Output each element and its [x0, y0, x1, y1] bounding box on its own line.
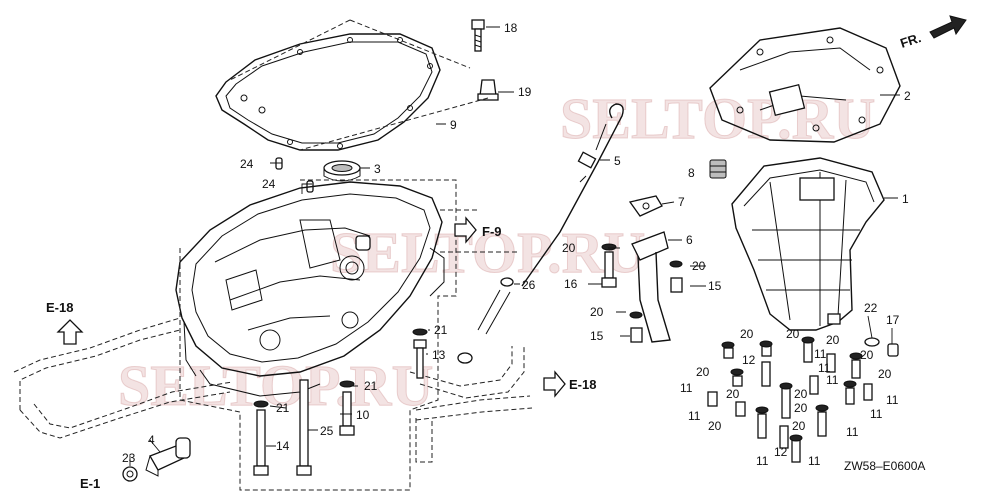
seal-part-3 [323, 160, 361, 182]
callout-1: 1 [902, 192, 909, 206]
callout-20-a: 20 [562, 241, 576, 255]
ref-e18-right-label: E-18 [569, 377, 596, 392]
ref-f9-label: F-9 [482, 224, 502, 239]
callout-hw-11-4: 11 [680, 381, 693, 395]
callout-hw-20-5: 20 [696, 365, 710, 379]
callout-14: 14 [276, 439, 290, 453]
ref-e18-right: E-18 [543, 370, 596, 398]
callout-hw-12-1: 12 [742, 353, 756, 367]
bolt-part-18 [471, 19, 485, 52]
callout-24-b: 24 [262, 177, 276, 191]
watermark-middle: SELTOP.RU [330, 220, 645, 285]
washer-part-22 [864, 337, 880, 347]
callout-6: 6 [686, 233, 693, 247]
callout-4: 4 [148, 433, 155, 447]
callout-hw-20-2: 20 [786, 327, 800, 341]
callout-hw-20-10: 20 [794, 401, 808, 415]
ref-f9: F-9 [454, 216, 502, 244]
gasket-part-9 [215, 33, 441, 151]
callout-hw-11-8: 11 [846, 425, 859, 439]
bolt-group-11-12 [707, 336, 873, 463]
watermark-top: SELTOP.RU [560, 86, 875, 151]
callout-21-a: 21 [434, 323, 448, 337]
callout-numbers: 18 19 9 2 3 24 24 5 8 1 7 6 20 20 16 15 … [122, 21, 911, 468]
callout-hw-12-2: 12 [774, 445, 788, 459]
callout-hw-20-4: 20 [860, 348, 874, 362]
oil-pipe-part-6 [631, 231, 671, 343]
callout-15-a: 15 [708, 279, 722, 293]
callout-13: 13 [432, 348, 446, 362]
gasket-part-7 [628, 195, 663, 217]
bolt-part-13 [413, 339, 427, 379]
clamp-part-23 [122, 466, 138, 482]
callout-17: 17 [886, 313, 900, 327]
ref-e1-label: E-1 [80, 476, 100, 491]
callout-hw-11-3: 11 [826, 373, 839, 387]
separator-plate-part-2 [709, 27, 901, 143]
ref-e18-left-label: E-18 [46, 300, 73, 315]
bolt-part-17 [887, 343, 899, 357]
bolt-part-25 [296, 379, 312, 476]
callout-22: 22 [864, 301, 878, 315]
callout-2: 2 [904, 89, 911, 103]
nut-part-19 [477, 79, 499, 101]
front-direction-indicator: FR. [898, 15, 967, 51]
callout-10: 10 [356, 408, 370, 422]
bolt-part-16 [601, 243, 617, 288]
callout-5: 5 [614, 154, 621, 168]
callout-20-c: 20 [590, 305, 604, 319]
diagram-code: ZW58–E0600A [844, 459, 925, 473]
bolt-part-10 [339, 391, 355, 436]
callout-3: 3 [374, 162, 381, 176]
breather-part-8 [709, 159, 727, 179]
callout-hw-20-3: 20 [826, 333, 840, 347]
callout-19: 19 [518, 85, 532, 99]
callout-hw-11-2: 11 [818, 361, 831, 375]
callout-hw-11-7: 11 [870, 407, 883, 421]
washer-part-21 [253, 328, 428, 408]
callout-hw-11-6: 11 [688, 409, 701, 423]
water-hose-lines [13, 317, 533, 463]
callout-26: 26 [522, 278, 536, 292]
oil-pan-part-1 [731, 157, 885, 331]
bolt-part-14 [253, 409, 269, 476]
callout-hw-11-1: 11 [814, 347, 827, 361]
callout-18: 18 [504, 21, 518, 35]
joint-part-4 [145, 437, 191, 477]
callout-24-a: 24 [240, 157, 254, 171]
callout-hw-20-11: 20 [792, 419, 806, 433]
callout-hw-20-7: 20 [726, 387, 740, 401]
guide-tube-part-26 [457, 277, 514, 364]
callout-23: 23 [122, 451, 136, 465]
callout-9: 9 [450, 118, 457, 132]
callout-16: 16 [564, 277, 578, 291]
callout-25: 25 [320, 424, 334, 438]
callout-hw-11-10: 11 [808, 454, 821, 468]
oil-case-assembly [175, 181, 445, 397]
callout-8: 8 [688, 166, 695, 180]
callout-15-b: 15 [590, 329, 604, 343]
callout-hw-20-9: 20 [708, 419, 722, 433]
dipstick-part-5 [521, 103, 624, 287]
callout-hw-20-8: 20 [794, 387, 808, 401]
callout-hw-20-1: 20 [740, 327, 754, 341]
callout-hw-11-9: 11 [756, 454, 769, 468]
callout-21-b: 21 [364, 379, 378, 393]
callout-20-b: 20 [692, 259, 706, 273]
callout-hw-11-5: 11 [886, 393, 899, 407]
callout-hw-20-6: 20 [878, 367, 892, 381]
callout-leader-lines [129, 26, 900, 466]
ref-e18-left: E-18 [46, 300, 84, 345]
front-label: FR. [898, 30, 923, 51]
callout-21-c: 21 [276, 401, 290, 415]
bolt-part-15 [629, 260, 683, 343]
callout-7: 7 [678, 195, 685, 209]
